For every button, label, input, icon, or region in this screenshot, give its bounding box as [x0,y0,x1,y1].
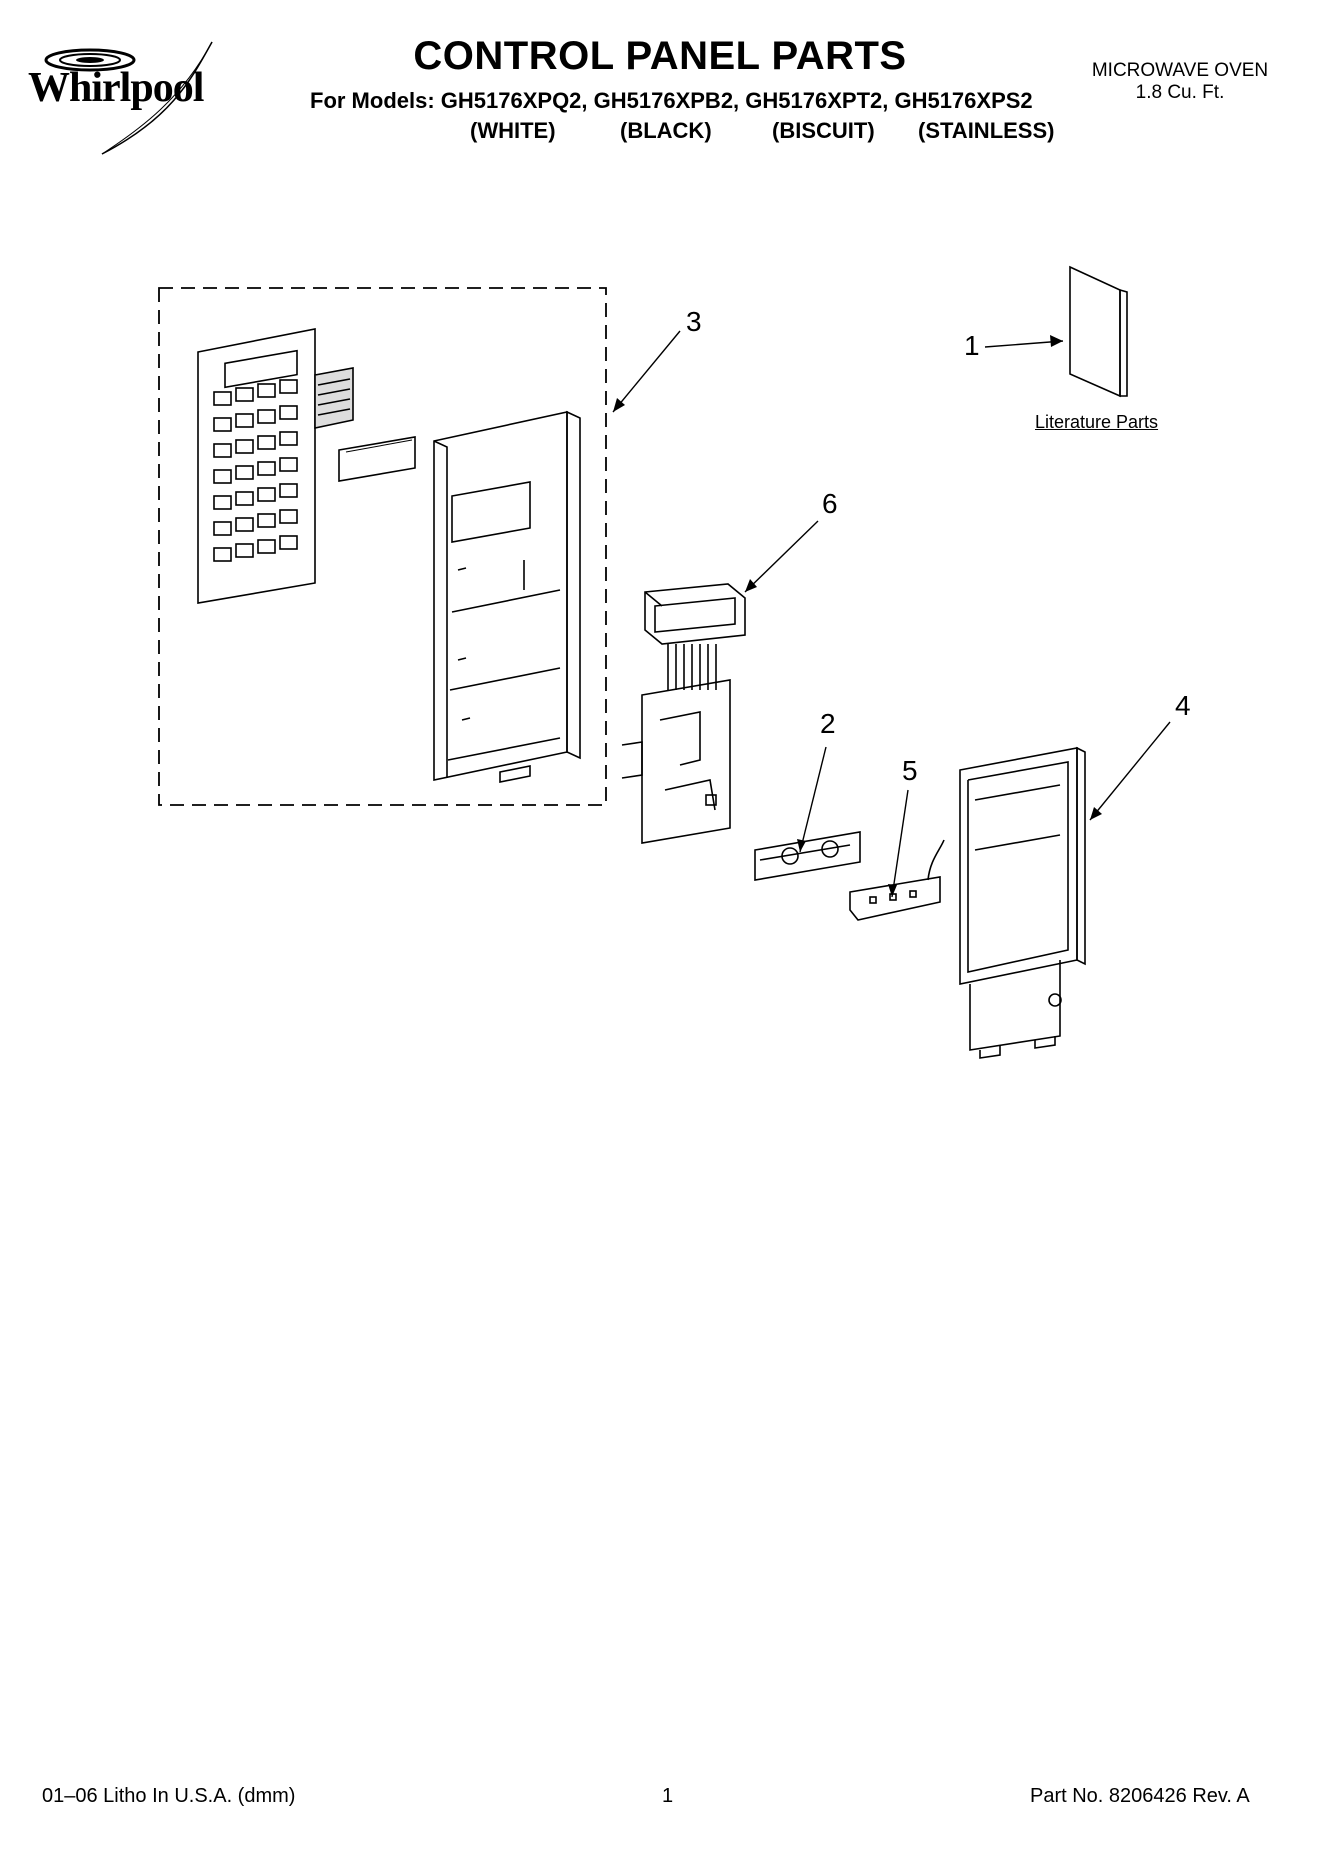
keypad-key [257,383,276,398]
switch-board [849,839,945,921]
keypad-key [279,431,298,446]
color-stainless: (STAINLESS) [918,118,1055,143]
product-capacity: 1.8 Cu. Ft. [1135,82,1225,103]
control-panel-frame [433,410,581,783]
keypad-key [257,487,276,502]
keypad-key [213,391,232,406]
keypad-ribbon-tail [314,367,354,429]
keypad-key [235,465,254,480]
keypad-key [279,535,298,550]
keypad-key [213,443,232,458]
display-window [338,436,416,482]
keypad-key [257,435,276,450]
callout-2: 2 [820,708,836,739]
relay-bracket [754,831,861,881]
callout-6: 6 [822,488,838,519]
keypad-key [235,439,254,454]
callout-1: 1 [964,330,980,361]
color-variants: (WHITE) (BLACK) (BISCUIT) (STAINLESS) [470,118,1054,144]
part-3-group-box [158,287,607,806]
leader-lines [612,330,1171,898]
keypad-key [235,413,254,428]
keypad-key [279,379,298,394]
color-biscuit: (BISCUIT) [772,118,875,143]
literature-booklet [1069,265,1128,398]
literature-parts-label: Literature Parts [1035,412,1159,432]
product-info: MICROWAVE OVEN 1.8 Cu. Ft. [1070,60,1290,104]
keypad-key [279,483,298,498]
keypad-key [235,517,254,532]
display-board [644,583,746,690]
leader-arrowheads [613,335,1102,897]
whirlpool-logo [22,38,262,158]
keypad-overlay [197,328,316,604]
keypad-key [257,461,276,476]
keypad-key [279,509,298,524]
brand-name: Whirlpool [28,65,204,111]
product-type: MICROWAVE OVEN [1091,60,1269,81]
control-bracket [959,746,1086,1059]
callout-5: 5 [902,755,918,786]
page-title: CONTROL PANEL PARTS [413,34,907,78]
color-white: (WHITE) [470,118,556,143]
keypad-key [213,495,232,510]
main-board [621,679,731,844]
keypad-key [213,547,232,562]
keypad-key [279,457,298,472]
keypad-key [213,417,232,432]
logo-swirl-icon [44,41,213,155]
keypad-key [235,543,254,558]
keypad-key [257,409,276,424]
models-line: For Models: GH5176XPQ2, GH5176XPB2, GH51… [310,88,1033,113]
part-number: Part No. 8206426 Rev. A [1030,1785,1250,1807]
color-black: (BLACK) [620,118,712,143]
callout-3: 3 [686,306,702,337]
footer-print-info: 01–06 Litho In U.S.A. (dmm) [42,1785,296,1807]
keypad-key [213,469,232,484]
callout-4: 4 [1175,690,1191,721]
keypad-key [213,521,232,536]
keypad-key [235,387,254,402]
keypad-key [235,491,254,506]
keypad-key [257,539,276,554]
keypad-key [257,513,276,528]
page-number: 1 [662,1785,674,1807]
keypad-key [279,405,298,420]
